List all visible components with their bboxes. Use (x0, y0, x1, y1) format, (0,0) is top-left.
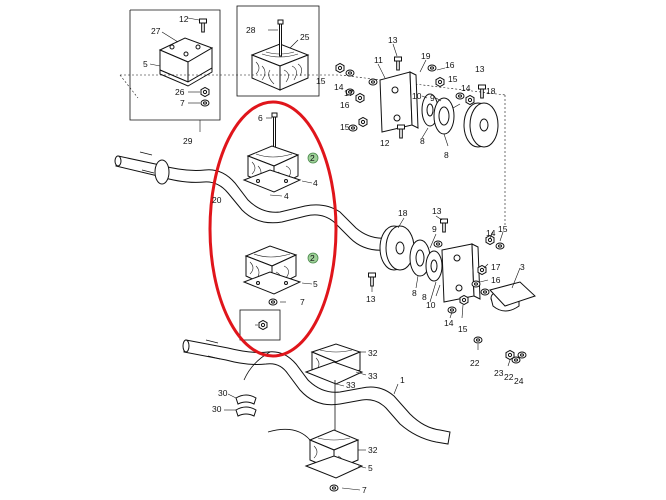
inset-bracket-assembly (129, 9, 221, 132)
label-22: 22 (470, 358, 480, 368)
label-5: 5 (368, 463, 373, 473)
upper-wood-block (242, 112, 313, 197)
label-14: 14 (444, 318, 454, 328)
label-13: 13 (432, 206, 442, 216)
label-15: 15 (458, 324, 468, 334)
label-5: 5 (313, 279, 318, 289)
label-14: 14 (461, 83, 471, 93)
top-right-flange-assembly (119, 43, 506, 225)
label-4: 4 (284, 191, 289, 201)
label-12: 12 (179, 14, 189, 24)
label-12: 12 (380, 138, 390, 148)
label-5: 5 (143, 59, 148, 69)
label-15: 15 (340, 122, 350, 132)
label-3: 3 (520, 262, 525, 272)
label-8: 8 (444, 150, 449, 160)
label-9: 9 (430, 93, 435, 103)
label-7: 7 (180, 98, 185, 108)
label-19: 19 (421, 51, 431, 61)
label-13: 13 (366, 294, 376, 304)
label-18: 18 (398, 208, 408, 218)
inset-wood-block (236, 5, 320, 97)
label-30: 30 (212, 404, 222, 414)
label-26: 26 (175, 87, 185, 97)
label-2: 2 (310, 253, 315, 263)
label-33: 33 (368, 371, 378, 381)
label-10: 10 (426, 300, 436, 310)
label-15: 15 (316, 76, 326, 86)
label-28: 28 (246, 25, 256, 35)
label-2: 2 (310, 153, 315, 163)
highlight-oval (208, 100, 338, 358)
label-8: 8 (412, 288, 417, 298)
label-27: 27 (151, 26, 161, 36)
label-23: 23 (494, 368, 504, 378)
bottom-axle-assembly (182, 339, 451, 492)
label-11: 11 (374, 55, 383, 65)
badge-2-upper (307, 152, 319, 164)
badge-2-lower (307, 252, 319, 264)
middle-axle-assembly (114, 151, 536, 367)
callout-labels: 12 27 5 26 7 29 28 25 13 11 19 16 15 15 … (143, 14, 525, 495)
label-7: 7 (362, 485, 367, 495)
label-24: 24 (514, 376, 524, 386)
label-16: 16 (491, 275, 501, 285)
label-8: 8 (420, 136, 425, 146)
label-22: 22 (504, 372, 514, 382)
label-7: 7 (300, 297, 305, 307)
label-32: 32 (368, 348, 378, 358)
label-20: 20 (212, 195, 222, 205)
label-8: 8 (422, 292, 427, 302)
label-30: 30 (218, 388, 228, 398)
label-1: 1 (400, 375, 405, 385)
label-17: 17 (491, 262, 501, 272)
label-15: 15 (448, 74, 458, 84)
label-9: 9 (432, 224, 437, 234)
label-16: 16 (445, 60, 455, 70)
label-14: 14 (334, 82, 344, 92)
label-6: 6 (258, 113, 263, 123)
lower-wood-block (239, 245, 313, 341)
label-29: 29 (183, 136, 193, 146)
label-14: 14 (486, 228, 496, 238)
label-25: 25 (300, 32, 310, 42)
label-15: 15 (498, 224, 508, 234)
label-17: 17 (344, 88, 354, 98)
label-32: 32 (368, 445, 378, 455)
label-16: 16 (340, 100, 350, 110)
label-18: 18 (486, 86, 496, 96)
label-13: 13 (475, 64, 485, 74)
label-4: 4 (313, 178, 318, 188)
label-10: 10 (412, 91, 422, 101)
label-33: 33 (346, 380, 356, 390)
label-13: 13 (388, 35, 398, 45)
